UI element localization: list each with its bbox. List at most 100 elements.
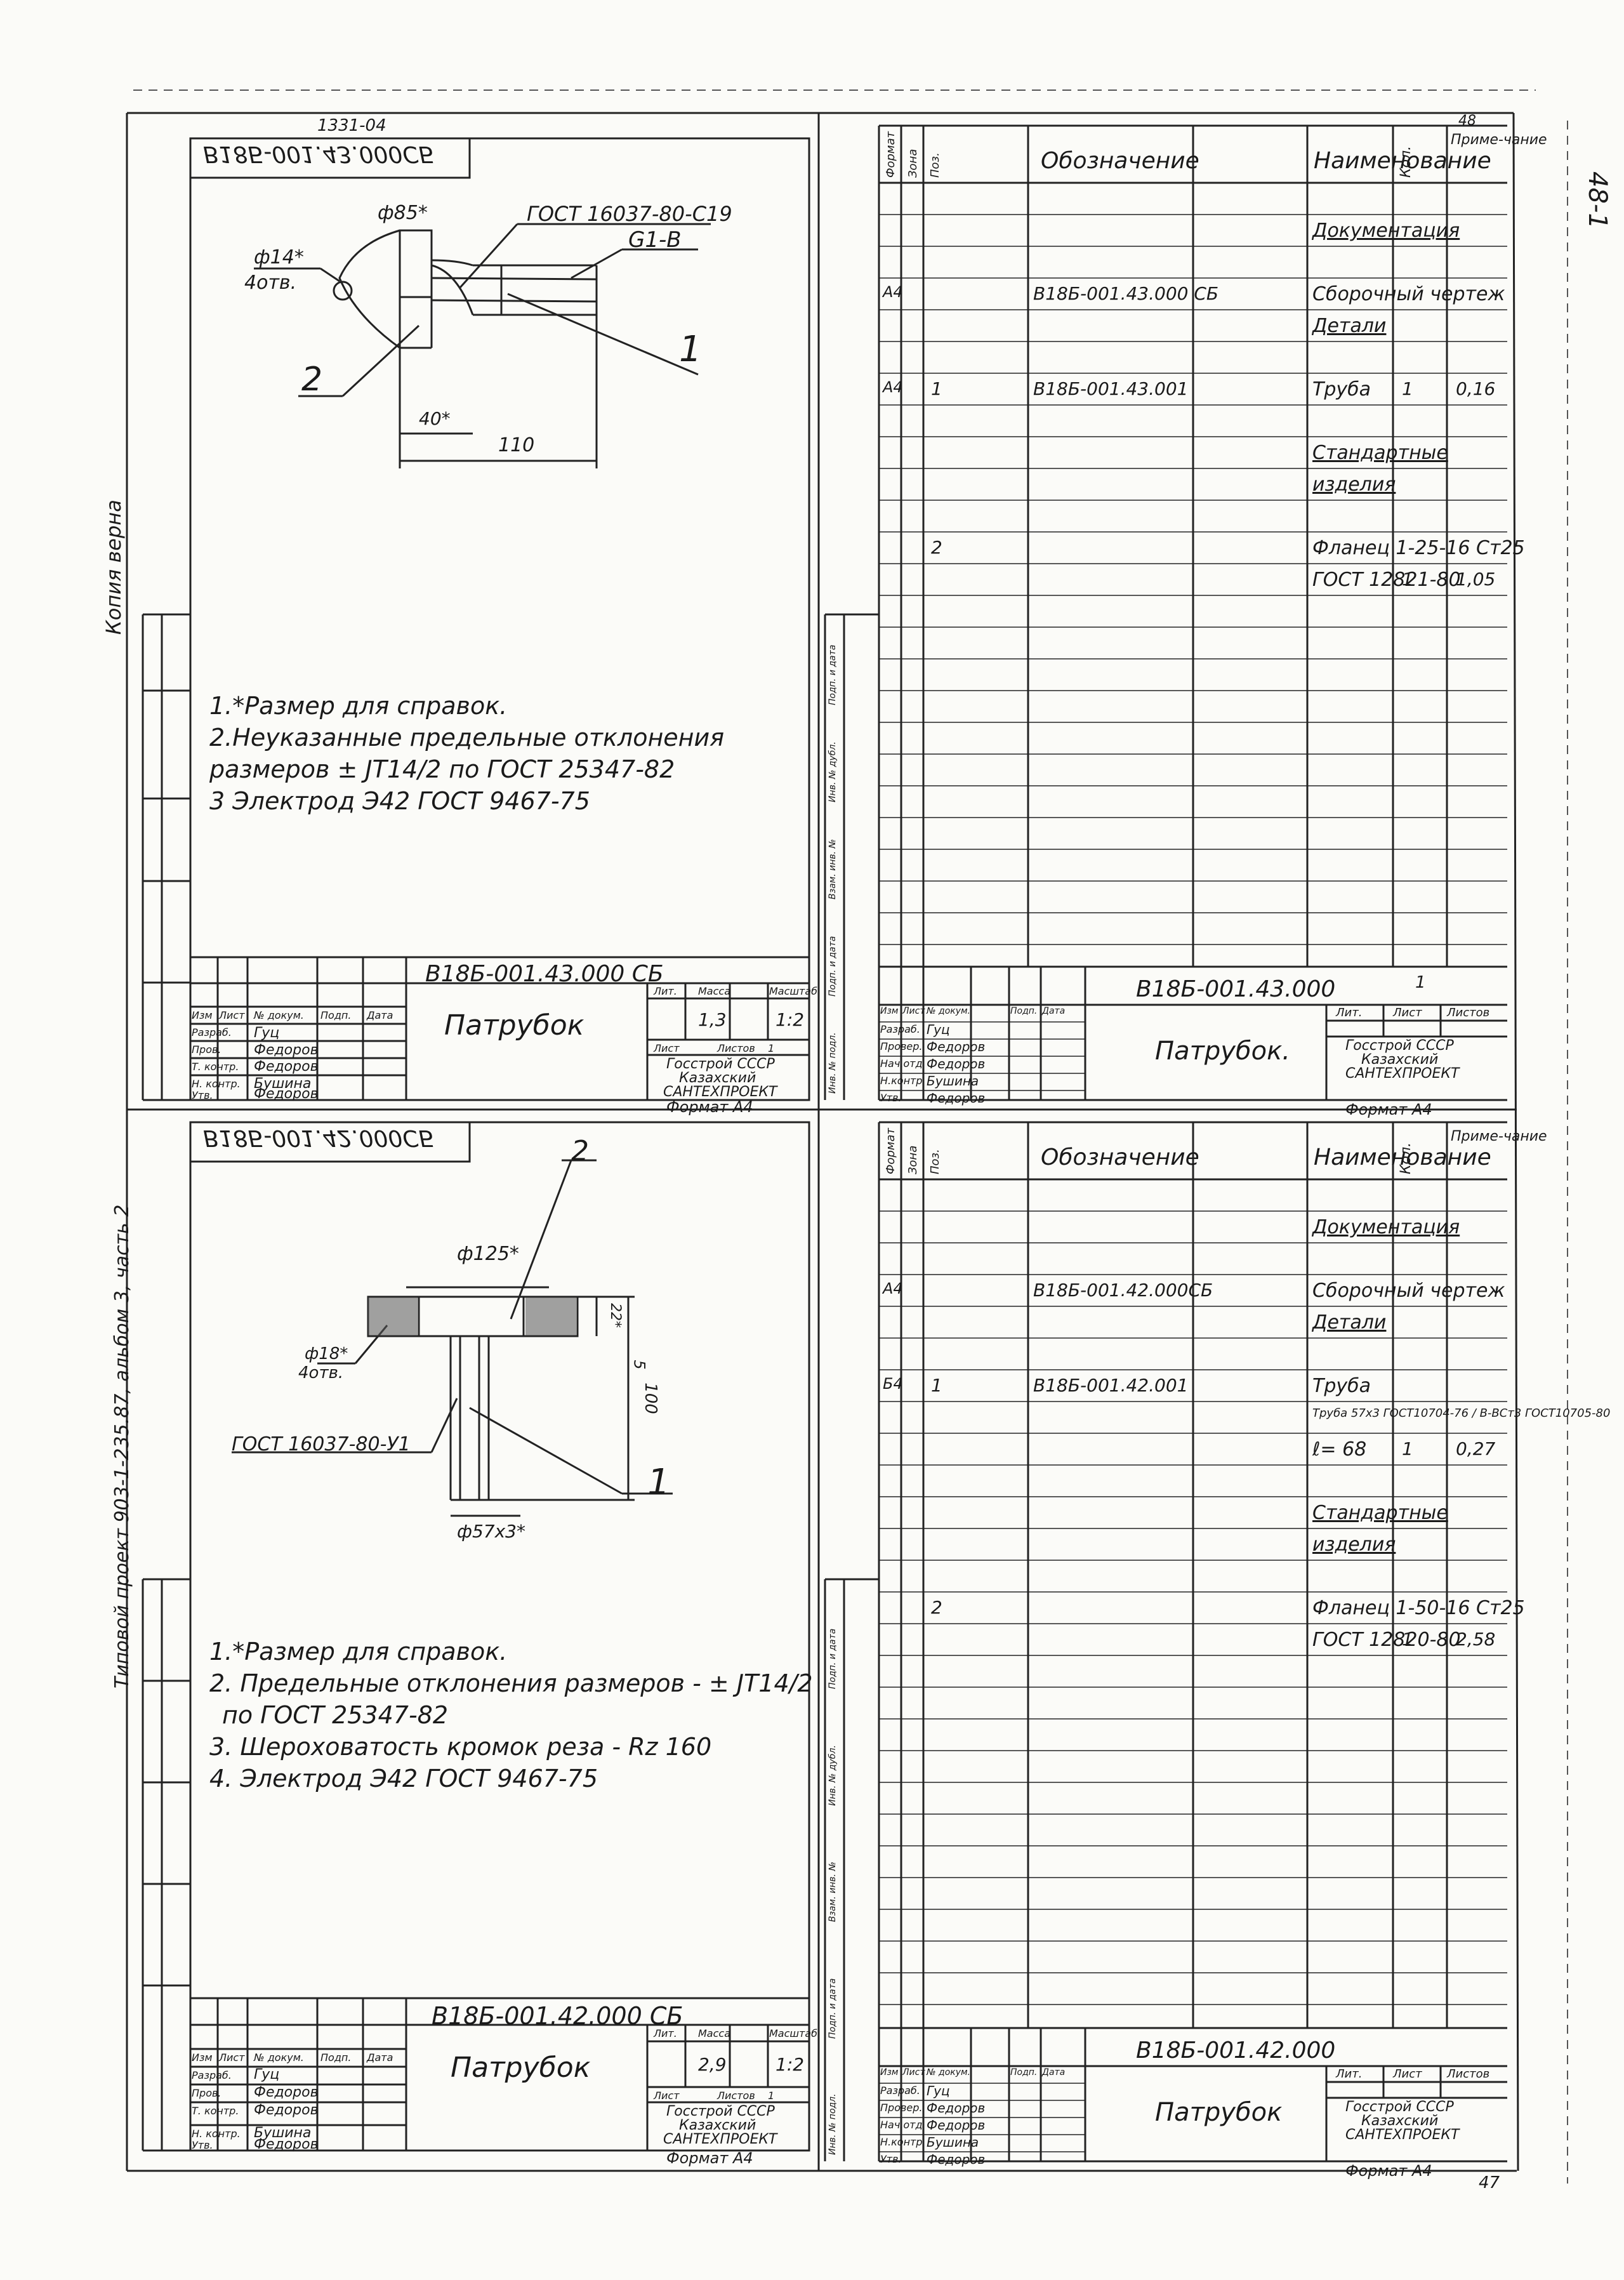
stamp-name: Гуц (927, 1022, 950, 1037)
stamp-scale: 1:2 (776, 2054, 805, 2075)
stamp-header-izm: Изм (192, 2051, 213, 2064)
stamp-name: Гуц (254, 1025, 280, 1041)
row-format: А4 (883, 1280, 903, 1297)
section-heading: Стандартные (1312, 442, 1448, 464)
stamp-role: Пров. (192, 1044, 221, 1056)
stamp-header-sign: Подп. (320, 2051, 352, 2064)
note-line: 2.Неуказанные предельные отклонения (209, 724, 725, 752)
top-stamp-number: 1331-04 (317, 116, 386, 135)
stamp-mass: 1,3 (698, 1009, 727, 1030)
section-heading: изделия (1312, 474, 1396, 496)
section-heading: Стандартные (1312, 1502, 1448, 1524)
note-line: 3. Шероховатость кромок реза - Rz 160 (209, 1733, 712, 1761)
row-pos: 1 (931, 378, 942, 399)
stamp-header-list: Лист (219, 1009, 245, 1021)
stamp-org-line: САНТЕХПРОЕКТ (663, 1084, 777, 1100)
section-heading: Документация (1312, 1216, 1460, 1238)
row-qty: 1 (1402, 1438, 1413, 1459)
stamp-role: Разраб. (192, 2069, 232, 2081)
stamp-role: Провер. (880, 1040, 923, 1052)
stamp-header-mass: Масса (698, 985, 731, 997)
row-note: 0,16 (1456, 378, 1496, 399)
stamp-role: Утв. (880, 1092, 902, 1104)
row-pos: 1 (931, 1375, 942, 1396)
spec-grid-lines (824, 1121, 1507, 2163)
note-line: 1.*Размер для справок. (209, 692, 508, 720)
header-format: Формат (884, 131, 897, 178)
stamp-name: Бушина (927, 2135, 979, 2150)
pipe-size-label: ф57х3* (457, 1521, 525, 1542)
stamp-name: Федоров (254, 2084, 319, 2100)
hole-diameter-label: ф14* (254, 246, 304, 268)
stamp-header-date: Дата (1042, 2067, 1066, 2078)
album-note: Типовой проект 903-1-235.87, альбом 3, ч… (111, 1204, 133, 1688)
stamp-role: Утв. (192, 2139, 213, 2151)
stamp-header-sheets: Листов (1447, 2067, 1490, 2081)
stamp-role: Т. контр. (192, 2105, 239, 2117)
row-note: 2,58 (1456, 1629, 1496, 1650)
header-zone: Зона (906, 1145, 920, 1174)
side-margin-label: Взам. инв. № (828, 1862, 838, 1923)
flange-diameter-label: ф85* (378, 202, 428, 224)
hole-count-label: 4отв. (298, 1363, 344, 1382)
stamp-role: Т. контр. (192, 1061, 239, 1073)
stamp-header-scale: Масштаб (769, 2027, 818, 2039)
side-margin-label: Подп. и дата (828, 936, 838, 997)
header-note: Приме-чание (1451, 132, 1547, 148)
row-note: 0,27 (1456, 1438, 1496, 1459)
header-qty: Кол. (1398, 1142, 1414, 1174)
dimension-100: 100 (640, 1382, 660, 1414)
note-line: 1.*Размер для справок. (209, 1638, 508, 1666)
mirrored-doc-code: В18Б-001.42.000СБ (203, 1125, 435, 1151)
dimension-110: 110 (498, 434, 535, 456)
row-qty: 1 (1402, 569, 1413, 590)
stamp-org-line: САНТЕХПРОЕКТ (1345, 2127, 1460, 2143)
row-name: ГОСТ 12820-80 (1312, 1629, 1461, 1651)
row-note: 1,05 (1456, 569, 1496, 590)
stamp-name: Бушина (254, 1076, 312, 1092)
spec-grid-lines (824, 124, 1507, 1101)
stamp-header-sheet: Лист (654, 2090, 680, 2102)
stamp-header-list: Лист (219, 2051, 245, 2064)
row-name: Труба 57х3 ГОСТ10704-76 / В-ВСт3 ГОСТ107… (1312, 1407, 1611, 1420)
stamp-header-doc: № докум. (927, 2067, 971, 2078)
stamp-header-doc: № докум. (254, 1009, 304, 1021)
row-name: ℓ= 68 (1312, 1438, 1367, 1461)
gost-weld-label: ГОСТ 16037-80-С19 (527, 202, 732, 226)
row-name: ГОСТ 12821-80 (1312, 569, 1461, 591)
stamp-name: Федоров (927, 2100, 986, 2116)
stamp-title: Патрубок (451, 2051, 591, 2084)
position-1: 1 (679, 329, 702, 370)
header-name: Наименование (1314, 1144, 1491, 1170)
stamp-sheet-number: 1 (1415, 973, 1426, 992)
row-designation: В18Б-001.43.000 СБ (1033, 283, 1219, 304)
hole-diameter-label: ф18* (305, 1344, 348, 1363)
header-note: Приме-чание (1451, 1129, 1547, 1144)
stamp-role: Нач.отд (880, 1057, 923, 1070)
side-margin-label: Инв. № дубл. (828, 741, 838, 802)
header-designation: Обозначение (1041, 148, 1199, 174)
stamp-header-sheets: Листов (717, 2090, 755, 2102)
stamp-name: Федоров (927, 1039, 986, 1054)
stamp-sheets-count: 1 (768, 1042, 775, 1054)
stamp-role: Н.контр (880, 1075, 923, 1087)
stamp-header-sign: Подп. (1010, 2067, 1038, 2078)
stamp-header-izm: Изм (880, 2067, 899, 2078)
stamp-role: Н. контр. (192, 2128, 241, 2140)
stamp-header-sheets: Листов (1447, 1006, 1490, 1019)
stamp-role: Нач.отд (880, 2119, 923, 2131)
stamp-header-mass: Масса (698, 2027, 731, 2039)
stamp-code: В18Б-001.43.000 (1136, 976, 1336, 1002)
row-name: Сборочный чертеж (1312, 1280, 1505, 1302)
stamp-code: В18Б-001.42.000 СБ (432, 2002, 683, 2030)
header-name: Наименование (1314, 148, 1491, 174)
dimension-40: 40* (419, 408, 451, 429)
stamp-header-izm: Изм (880, 1006, 899, 1016)
stamp-name: Федоров (927, 1090, 986, 1106)
side-margin-label: Подп. и дата (828, 1978, 838, 2039)
side-margin-label: Взам. инв. № (828, 838, 838, 899)
stamp-role: Утв. (880, 2153, 902, 2165)
header-pos: Поз. (928, 152, 942, 178)
row-format: А4 (883, 378, 903, 396)
